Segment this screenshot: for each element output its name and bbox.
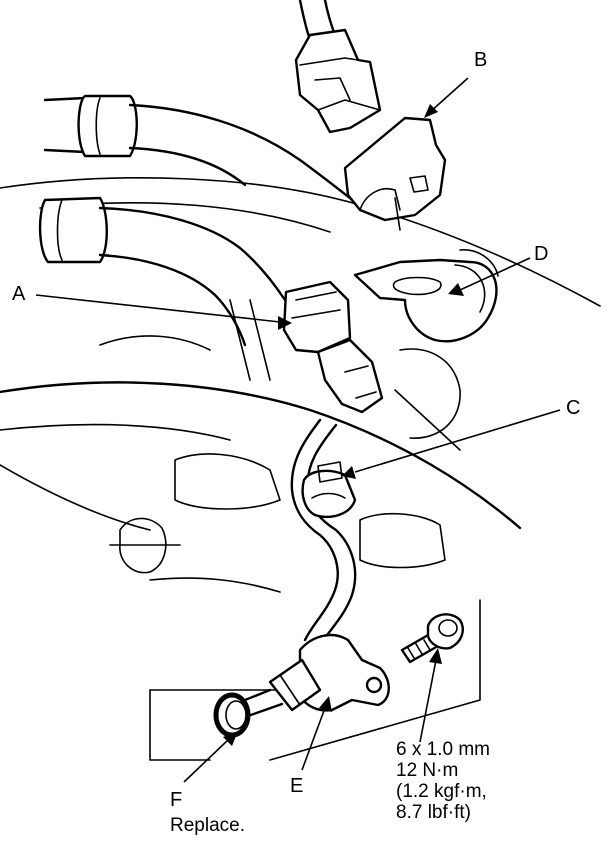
arrow-a bbox=[278, 316, 292, 330]
callout-d: D bbox=[534, 243, 549, 265]
arrow-c bbox=[342, 466, 356, 479]
callout-a: A bbox=[12, 283, 26, 305]
torque-lbfft-note: 8.7 lbf·ft) bbox=[396, 802, 471, 823]
engine-bay-outlines bbox=[0, 177, 601, 761]
bolt bbox=[400, 613, 464, 664]
callout-c: C bbox=[566, 397, 581, 419]
leader-a bbox=[35, 294, 281, 323]
arrow-b bbox=[424, 104, 438, 118]
sensor-e bbox=[238, 633, 390, 718]
clip-c bbox=[301, 461, 357, 519]
sensor-wire bbox=[290, 418, 357, 644]
callout-e: E bbox=[290, 775, 304, 797]
leader-c bbox=[354, 409, 561, 473]
middle-hose bbox=[38, 196, 287, 347]
arrow-f bbox=[223, 731, 238, 746]
leader-e bbox=[301, 707, 326, 771]
o-ring-f bbox=[213, 692, 251, 738]
arrow-d bbox=[448, 283, 464, 296]
connector-a bbox=[282, 280, 384, 414]
callout-f: F bbox=[170, 789, 183, 811]
arrow-e bbox=[319, 696, 332, 712]
callout-b: B bbox=[474, 49, 488, 71]
torque-kgfm-note: (1.2 kgf·m, bbox=[396, 781, 487, 802]
o-ring-replace-note: Replace. bbox=[170, 815, 245, 836]
bracket-d bbox=[353, 249, 499, 343]
cover-b bbox=[343, 116, 447, 231]
leader-b bbox=[429, 77, 469, 113]
leader-lines bbox=[35, 77, 561, 783]
upper-hose bbox=[43, 94, 367, 212]
arrow-bolt bbox=[429, 648, 442, 664]
leader-d bbox=[459, 257, 531, 291]
bolt-size-note: 6 x 1.0 mm bbox=[396, 739, 490, 760]
upper-connector bbox=[294, 0, 382, 134]
leader-bolt bbox=[419, 659, 437, 743]
leader-f bbox=[183, 739, 229, 783]
torque-nm-note: 12 N·m bbox=[396, 760, 459, 781]
